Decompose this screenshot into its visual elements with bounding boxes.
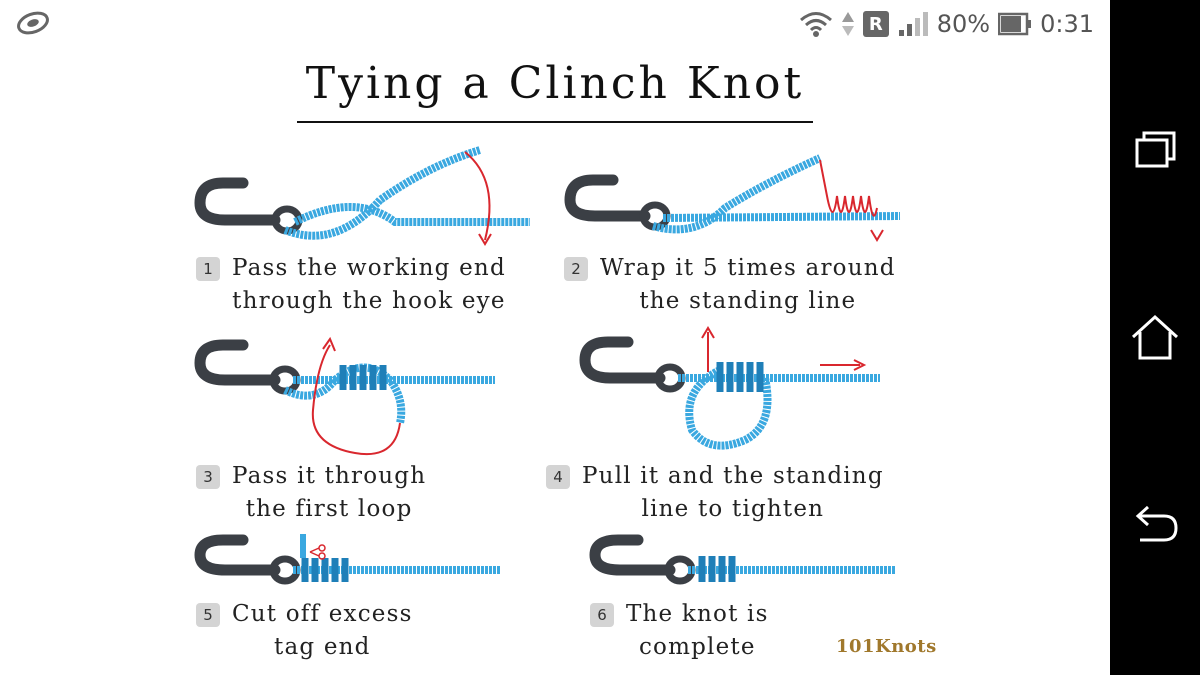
home-icon[interactable] bbox=[1128, 310, 1182, 364]
recent-apps-icon[interactable] bbox=[1128, 122, 1182, 176]
step-4-illustration bbox=[579, 326, 880, 450]
step-5-illustration bbox=[194, 534, 500, 585]
step-number: 1 bbox=[196, 257, 220, 281]
wifi-icon bbox=[799, 12, 832, 37]
hook-icon bbox=[579, 336, 686, 393]
data-arrows-icon bbox=[841, 12, 854, 36]
hook-icon bbox=[194, 339, 301, 395]
status-bar: R 80% 0:31 bbox=[0, 0, 1110, 48]
step-3-illustration bbox=[194, 336, 495, 456]
clock: 0:31 bbox=[1040, 10, 1094, 38]
brand-logo: 101Knots bbox=[836, 636, 937, 657]
navigation-bar bbox=[1110, 0, 1200, 675]
roaming-icon: R bbox=[862, 11, 889, 37]
step-number: 3 bbox=[196, 465, 220, 489]
step-1-illustration bbox=[194, 146, 530, 246]
hook-icon bbox=[194, 534, 301, 585]
battery-icon bbox=[998, 12, 1032, 36]
battery-percent: 80% bbox=[936, 10, 991, 38]
scissors-icon bbox=[309, 544, 326, 560]
back-icon[interactable] bbox=[1128, 498, 1182, 552]
hook-icon bbox=[194, 177, 303, 235]
clinch-knot-infographic: Tying a Clinch Knot bbox=[194, 58, 937, 664]
step-6-illustration bbox=[589, 534, 895, 585]
hook-icon bbox=[564, 174, 671, 231]
step-number: 6 bbox=[590, 603, 614, 627]
step-number: 4 bbox=[546, 465, 570, 489]
signal-icon bbox=[898, 12, 928, 36]
title-underline bbox=[297, 121, 813, 123]
step-2-illustration bbox=[564, 154, 901, 242]
step-number: 5 bbox=[196, 603, 220, 627]
app-logo-icon bbox=[17, 11, 49, 35]
hook-icon bbox=[589, 534, 696, 585]
step-number: 2 bbox=[564, 257, 588, 281]
page-title: Tying a Clinch Knot bbox=[305, 58, 805, 109]
